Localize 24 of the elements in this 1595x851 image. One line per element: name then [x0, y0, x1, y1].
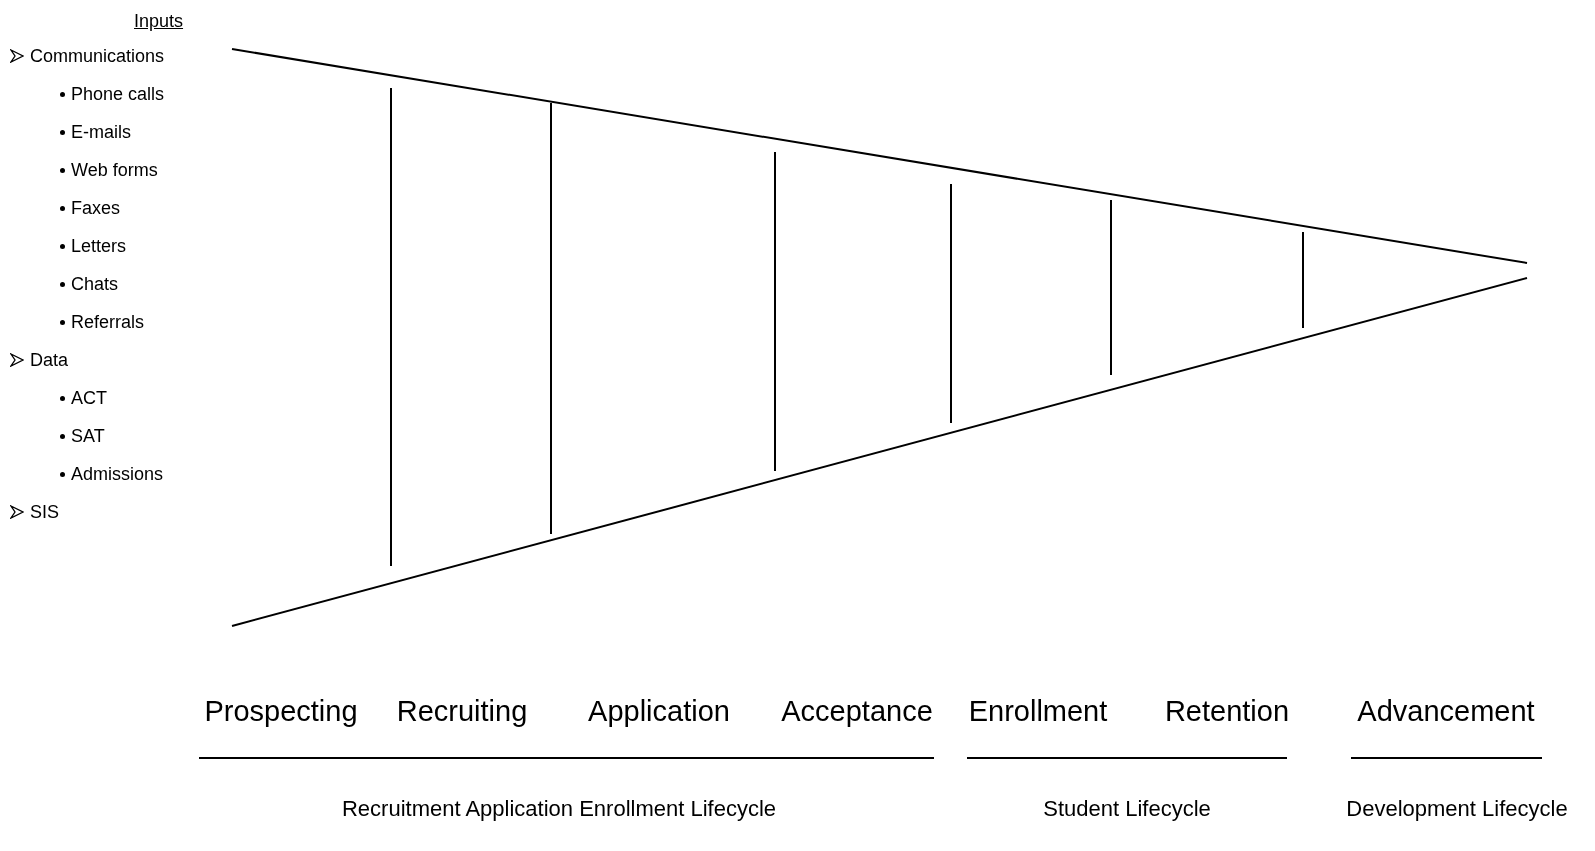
input-item: Letters: [71, 234, 127, 258]
input-item: Admissions: [71, 462, 164, 486]
inputs-heading: Inputs: [134, 10, 184, 33]
stage-label: Application: [588, 694, 730, 729]
input-item: Chats: [71, 272, 119, 296]
stage-label: Retention: [1164, 694, 1290, 729]
lifecycle-label: Student Lifecycle: [1043, 795, 1211, 823]
input-item: ACT: [71, 386, 107, 410]
input-item: SAT: [71, 424, 105, 448]
lifecycle-label: Recruitment Application Enrollment Lifecycle: [341, 795, 777, 823]
input-item: Referrals: [71, 310, 145, 334]
input-item: Phone calls: [71, 82, 165, 106]
input-item: Faxes: [71, 196, 121, 220]
input-category: SIS: [30, 500, 59, 524]
lifecycle-label: Development Lifecycle: [1346, 795, 1568, 823]
stage-label: Enrollment: [968, 694, 1108, 729]
input-category: Communications: [30, 44, 165, 68]
stage-label: Acceptance: [781, 694, 933, 729]
input-item: E-mails: [71, 120, 131, 144]
stage-label: Recruiting: [396, 694, 528, 729]
stage-label: Advancement: [1357, 694, 1535, 729]
input-category: Data: [30, 348, 69, 372]
stage-label: Prospecting: [204, 694, 358, 729]
input-item: Web forms: [71, 158, 158, 182]
